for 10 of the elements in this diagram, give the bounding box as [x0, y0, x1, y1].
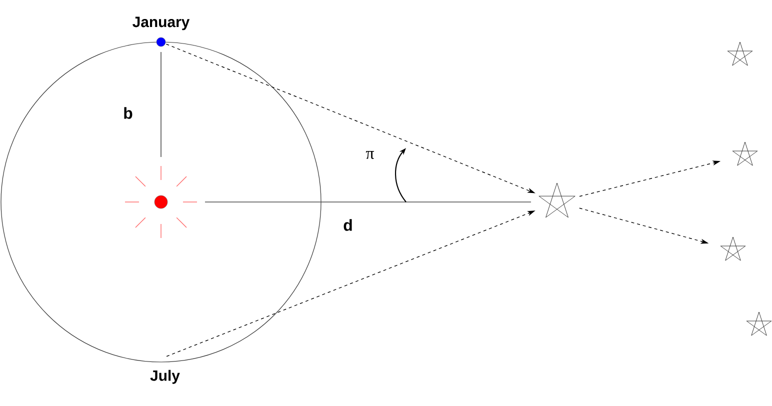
- node-label: January: [132, 16, 190, 30]
- star: [538, 182, 576, 218]
- orbit-position: July: [150, 370, 180, 384]
- star: [720, 236, 746, 261]
- star: [746, 312, 772, 336]
- angle-label: π: [366, 151, 374, 159]
- star: [732, 142, 758, 166]
- dimension-label: b: [124, 107, 132, 119]
- dimension-label: d: [344, 219, 352, 231]
- star: [727, 42, 753, 66]
